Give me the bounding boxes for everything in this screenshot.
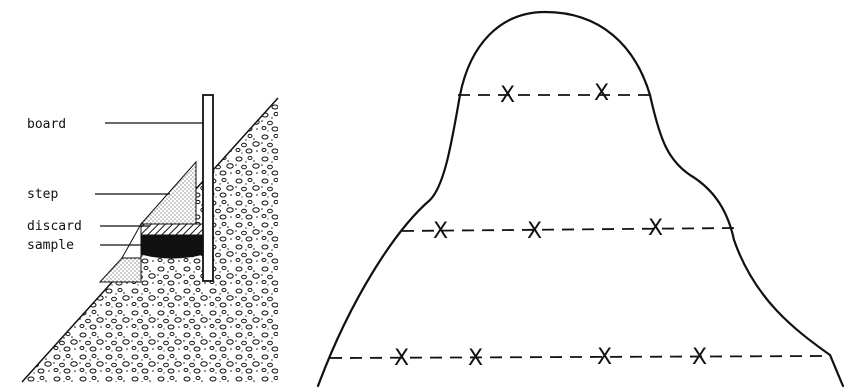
- board: [202, 94, 214, 282]
- sample-point-mark: X: [597, 345, 612, 370]
- label-step: step: [27, 187, 58, 202]
- lower-step: [98, 257, 142, 283]
- sample-point-mark: X: [527, 219, 542, 244]
- stockpile-outline-diagram: X X X X X X X X X: [316, 10, 845, 388]
- sampling-line-middle: [401, 227, 735, 232]
- sampling-line-bottom: [329, 355, 829, 359]
- sample-point-mark: X: [692, 345, 707, 370]
- step-area: [139, 160, 197, 225]
- sample-point-mark: X: [394, 346, 409, 371]
- sample-point-mark: X: [500, 83, 515, 108]
- label-board: board: [27, 117, 66, 132]
- sample-layer: [140, 235, 205, 259]
- discard-layer: [140, 223, 205, 236]
- label-sample: sample: [27, 238, 74, 253]
- sample-point-mark: X: [433, 219, 448, 244]
- sample-point-mark: X: [468, 346, 483, 371]
- cut-face: [121, 222, 142, 259]
- pile-cross-section: board step discard sample: [21, 94, 279, 383]
- label-discard: discard: [27, 219, 82, 234]
- sample-point-mark: X: [594, 81, 609, 106]
- sample-point-mark: X: [648, 216, 663, 241]
- stockpile-outline: [316, 10, 845, 388]
